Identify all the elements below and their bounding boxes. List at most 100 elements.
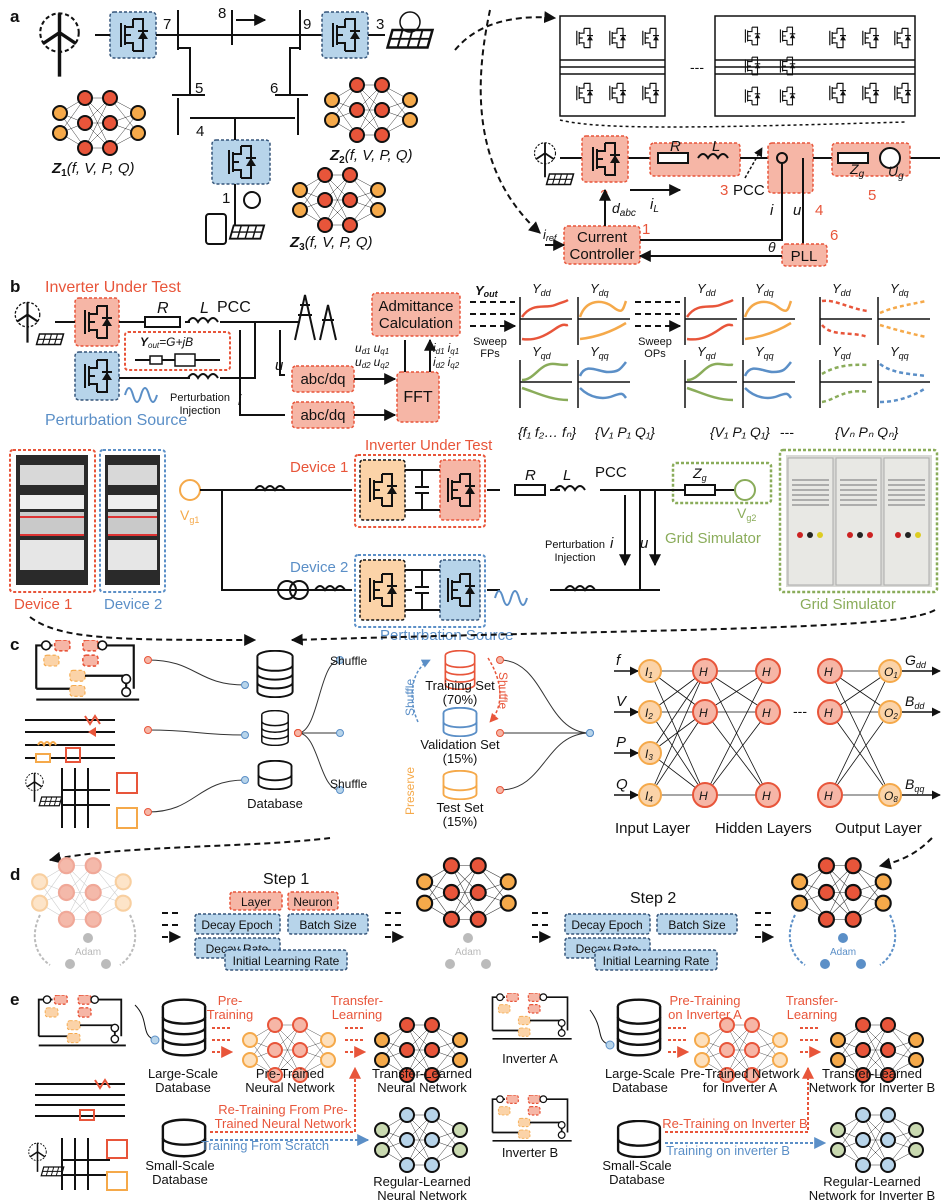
link-node-in	[336, 656, 344, 664]
regular-b-label-1: Regular-Learned	[823, 1174, 921, 1189]
input-node-label: I2	[645, 706, 653, 721]
shuffle-arrow-red	[487, 657, 501, 723]
perturbation-injection-label-2: Injection	[180, 405, 221, 417]
admittance-curve	[743, 361, 792, 377]
decay-epoch-hyperparameter-2[interactable]	[564, 913, 651, 935]
link-node-in	[586, 729, 594, 737]
abc-dq-label-u: abc/dq	[300, 371, 345, 388]
sweep-ops-label-2: OPs	[644, 348, 666, 360]
plot-title: Yqd	[832, 344, 852, 361]
admittance-plot: Yqd	[519, 344, 572, 408]
measurement-device-icon	[116, 772, 138, 794]
panel-c: c Database Shuffle Shuffle Training Set …	[10, 635, 941, 837]
regular-learned-label-1: Regular-Learned	[373, 1174, 471, 1189]
small-scale-database-icon	[161, 1118, 207, 1158]
topology-ellipsis: ---	[690, 59, 704, 75]
hidden-node	[692, 699, 718, 725]
plot-axes	[742, 297, 795, 345]
inductor-label: L	[712, 138, 720, 155]
hw-device-2-label: Device 2	[290, 559, 348, 576]
plot-axes	[577, 297, 630, 345]
admittance-curve	[879, 299, 927, 315]
data-link	[147, 659, 246, 686]
sweep-fps-label-1: Sweep	[473, 336, 507, 348]
link-node-out	[496, 786, 504, 794]
shuffle-label-right: Shuffle	[496, 672, 510, 709]
admittance-curve	[879, 362, 927, 378]
transfer-label-1: Transfer-	[331, 993, 383, 1008]
hw-perturbation-injection-2: Injection	[555, 552, 596, 564]
small-db-label-2: Database	[152, 1172, 208, 1187]
output-variable: Gdd	[905, 652, 927, 670]
operating-point-set-1: {V₁ P₁ Q₁}	[595, 424, 655, 440]
vg2-source-icon	[734, 479, 756, 501]
decay-epoch-label-2: Decay Epoch	[571, 918, 642, 932]
decay-epoch-hyperparameter-1[interactable]	[194, 913, 281, 935]
arrows-to-step2	[532, 912, 550, 937]
from-scratch-label: Training From Scratch	[201, 1138, 329, 1153]
nn-connections	[649, 670, 891, 796]
batch-size-hyperparameter-1[interactable]	[287, 913, 369, 935]
link-node-out	[496, 656, 504, 664]
hidden-node	[755, 658, 781, 684]
hw-zg-label: Zg	[692, 465, 707, 483]
hw-inductor-label: L	[563, 467, 571, 484]
neuron-hyperparameter[interactable]	[287, 891, 339, 911]
batch-size-hyperparameter-2[interactable]	[656, 913, 738, 935]
preserve-label: Preserve	[403, 767, 417, 815]
link-node-out	[144, 656, 152, 664]
retraining-b-label: Re-Training on Inverter B	[662, 1116, 807, 1131]
transfer-arrows	[345, 1027, 365, 1052]
bus-5-label: 5	[195, 80, 203, 97]
initial-learning-rate-hyperparameter-2[interactable]	[594, 949, 718, 971]
block-number-3: 3	[720, 182, 728, 199]
abc-dq-block-u	[291, 365, 355, 393]
admittance-curve	[879, 323, 927, 339]
admittance-plot: Ydq	[577, 281, 630, 345]
layer-hyperparameter[interactable]	[229, 891, 283, 911]
hidden-node-label: H	[699, 789, 708, 803]
batch-size-label-2: Batch Size	[668, 918, 726, 932]
plot-title: Ydd	[832, 281, 852, 298]
zg-icon	[684, 484, 716, 496]
retraining-arrow	[210, 1066, 361, 1133]
transfer-b-label-1: Transfer-	[786, 993, 838, 1008]
admittance-curve	[520, 298, 569, 318]
output-variable: Bdd	[905, 693, 925, 711]
large-db-label-2: Database	[155, 1080, 211, 1095]
plot-axes	[819, 360, 872, 408]
switch-matrix-icon	[61, 1138, 110, 1190]
pre-training-arrows	[212, 1027, 232, 1052]
hw-i-label: i	[610, 535, 614, 552]
current-controller-block[interactable]	[563, 225, 641, 265]
admittance-plot: Yqd	[684, 344, 737, 408]
neural-network-z3	[292, 167, 386, 233]
data-link	[297, 732, 341, 791]
pre-training-a-label-1: Pre-Training	[669, 993, 740, 1008]
input-node	[638, 783, 662, 807]
adam-optimizer-gray: Adam	[33, 914, 137, 969]
control-diagram-icon	[35, 640, 141, 701]
pll-block[interactable]	[781, 243, 828, 267]
pre-trained-label-2: Neural Network	[245, 1080, 335, 1095]
inductor-icon	[554, 485, 586, 492]
database-icon-3	[257, 760, 293, 790]
plot-axes	[519, 297, 572, 345]
initial-learning-rate-hyperparameter-1[interactable]	[224, 949, 348, 971]
transfer-learned-label-1: Transfer-Learned	[372, 1066, 472, 1081]
large-db-label-1: Large-Scale	[148, 1066, 218, 1081]
solar-panel-icon	[545, 173, 575, 186]
step-1-label: Step 1	[263, 871, 309, 888]
panel-label-a: a	[10, 7, 20, 26]
operating-point-set-1b: {V₁ P₁ Q₁}	[710, 424, 770, 440]
link-node-out	[496, 729, 504, 737]
resistor-icon	[514, 484, 546, 496]
control-diagram-icon	[37, 995, 127, 1047]
retraining-label-1: Re-Training From Pre-	[218, 1102, 348, 1117]
shuffle-label-top: Shuffle	[330, 654, 367, 668]
plot-title: Yqd	[532, 344, 552, 361]
pcc-label: PCC	[217, 299, 251, 316]
